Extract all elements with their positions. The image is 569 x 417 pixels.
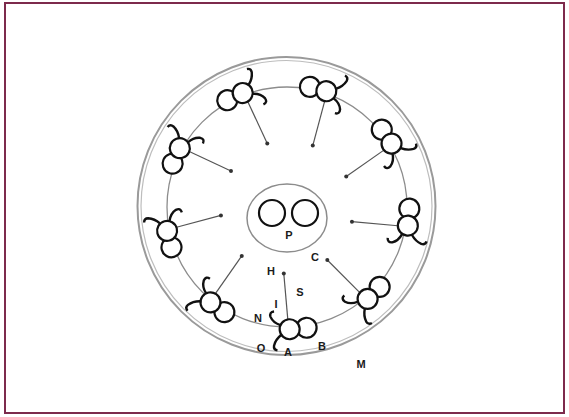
part-letter: A <box>284 347 292 358</box>
radial-spoke <box>215 256 241 294</box>
part-letter: M <box>356 359 365 370</box>
spoke-head <box>240 254 244 258</box>
spoke-head <box>219 213 223 217</box>
outer-dynein-arm <box>165 124 182 138</box>
central-microtubule <box>259 200 285 226</box>
outer-membrane-inner-line <box>141 61 432 352</box>
a-tubule <box>378 130 406 158</box>
part-letter: S <box>296 287 303 298</box>
inner-dynein-arm <box>330 98 342 114</box>
a-tubule <box>353 285 381 313</box>
microtubule-doublet <box>143 208 192 262</box>
part-letter: B <box>318 341 326 352</box>
doublet-group <box>143 65 430 351</box>
spoke-head <box>350 220 354 224</box>
radial-spokes <box>176 101 397 319</box>
outer-dynein-arm <box>143 216 160 228</box>
inner-dynein-arm <box>167 208 183 220</box>
microtubule-doublet <box>210 67 267 121</box>
part-letter: N <box>254 313 262 324</box>
inner-dynein-arm <box>188 134 205 148</box>
inner-dynein-arm <box>253 90 267 107</box>
outer-dynein-arm <box>185 297 200 314</box>
central-microtubule <box>292 200 318 226</box>
outer-membrane <box>138 57 436 355</box>
microtubule-doublet <box>387 197 430 245</box>
microtubule-doublet <box>341 266 401 326</box>
outer-dynein-arm <box>411 235 427 244</box>
a-tubule <box>229 80 256 107</box>
part-letter: H <box>267 266 275 277</box>
central-sheath <box>247 184 327 252</box>
radial-spoke <box>248 102 267 144</box>
microtubule-doublet <box>150 123 204 180</box>
a-tubule <box>167 135 194 162</box>
spoke-head <box>311 144 315 148</box>
radial-spoke <box>352 222 398 226</box>
microtubule-doublet <box>270 308 318 351</box>
radial-spoke <box>176 215 220 227</box>
part-letter: C <box>311 252 319 263</box>
a-tubule <box>279 318 301 340</box>
radial-spoke <box>284 274 288 320</box>
inner-dynein-arm <box>270 311 280 326</box>
part-letter: I <box>274 299 277 310</box>
microtubule-doublet <box>360 110 418 169</box>
inner-dynein-arm <box>387 233 402 243</box>
microtubule-doublet <box>184 276 243 334</box>
outer-dynein-arm <box>359 309 375 325</box>
outer-dynein-arm <box>242 68 256 85</box>
outer-dynein-arm <box>336 74 348 91</box>
outer-doublets <box>143 65 430 351</box>
part-letter: O <box>257 343 266 354</box>
spoke-head <box>229 169 233 173</box>
inner-dynein-arm <box>381 154 398 170</box>
nexin-ring <box>167 87 407 327</box>
a-tubule <box>397 215 419 237</box>
spoke-head <box>282 272 286 276</box>
radial-spoke <box>346 150 384 176</box>
inner-dynein-arm <box>341 292 357 308</box>
radial-spoke <box>313 101 325 145</box>
radial-spoke <box>327 260 360 293</box>
spoke-head <box>344 175 348 179</box>
spoke-head <box>265 141 269 145</box>
part-letter: P <box>285 230 292 241</box>
frame-border <box>5 3 564 413</box>
microtubule-doublet <box>295 65 349 114</box>
outer-dynein-arm <box>273 335 282 351</box>
inner-dynein-arm <box>198 276 214 293</box>
outer-dynein-arm <box>401 139 418 154</box>
radial-spoke <box>189 152 231 171</box>
spoke-head <box>325 258 329 262</box>
a-tubule <box>197 288 225 316</box>
